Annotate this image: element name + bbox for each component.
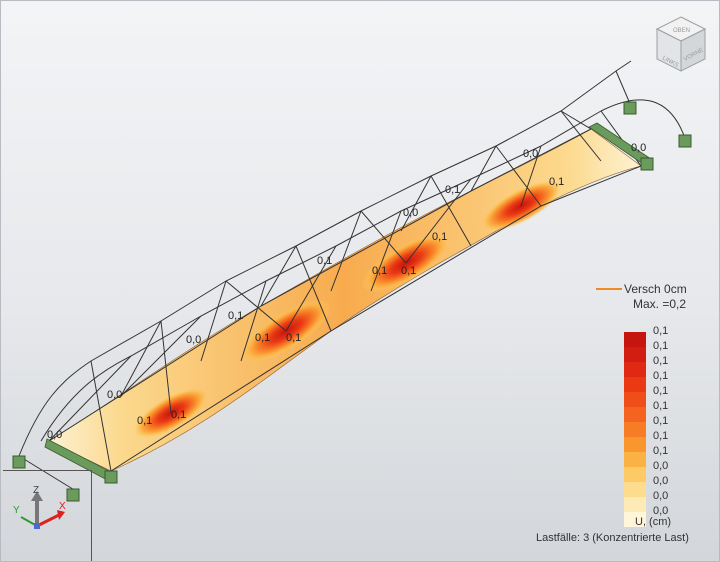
axis-z-label: Z — [33, 485, 39, 496]
color-scale-tick-label: 0,1 — [653, 340, 669, 352]
color-scale-swatch — [624, 362, 646, 377]
truss-members — [18, 60, 687, 492]
color-scale-tick-label: 0,0 — [653, 505, 669, 517]
support-cube — [104, 470, 118, 484]
legend-max: Max. =0,2 — [633, 297, 687, 311]
value-label: 0,1 — [228, 310, 244, 322]
support-cube — [66, 488, 80, 502]
color-scale-swatch — [624, 467, 646, 482]
value-label: 0,1 — [445, 184, 461, 196]
legend-title: Versch 0cm — [624, 282, 687, 296]
value-label: 0,0 — [107, 389, 123, 401]
color-scale-swatch — [624, 512, 646, 527]
color-scale-tick-label: 0,1 — [653, 325, 669, 337]
supports — [12, 101, 692, 502]
color-scale — [624, 332, 646, 527]
support-cube — [678, 134, 692, 148]
color-scale-swatch — [624, 332, 646, 347]
color-scale-tick-label: 0,1 — [653, 445, 669, 457]
axis-y-label: Y — [13, 505, 20, 516]
axis-triad: Z Y X — [3, 470, 92, 561]
value-label: 0,1 — [255, 332, 271, 344]
value-label: 0,1 — [137, 415, 153, 427]
value-label: 0,1 — [432, 231, 448, 243]
value-label: 0,1 — [171, 409, 187, 421]
color-scale-swatch — [624, 452, 646, 467]
axis-triad-icon: Z Y X — [13, 485, 66, 529]
color-scale-tick-label: 0,1 — [653, 370, 669, 382]
value-label: 0,0 — [186, 334, 202, 346]
view-cube[interactable]: OBEN LINKS VORNE — [653, 13, 709, 75]
value-label: 0,1 — [549, 176, 565, 188]
color-scale-swatch — [624, 347, 646, 362]
load-case-label: Lastfälle: 3 (Konzentrierte Last) — [536, 532, 689, 544]
value-label: 0,1 — [372, 265, 388, 277]
value-label: 0,0 — [631, 142, 647, 154]
support-cube — [623, 101, 637, 115]
scale-unit: U, (cm) — [635, 516, 672, 528]
support-cube — [12, 455, 26, 469]
color-scale-tick-label: 0,1 — [653, 400, 669, 412]
legend-line-swatch — [596, 288, 622, 290]
color-scale-tick-label: 0,0 — [653, 460, 669, 472]
color-scale-swatch — [624, 437, 646, 452]
value-label: 0,0 — [403, 207, 419, 219]
support-cube — [640, 157, 654, 171]
color-scale-tick-label: 0,1 — [653, 415, 669, 427]
color-scale-swatch — [624, 422, 646, 437]
color-scale-swatch — [624, 497, 646, 512]
color-scale-tick-label: 0,1 — [653, 385, 669, 397]
color-scale-swatch — [624, 377, 646, 392]
value-label: 0,0 — [47, 429, 63, 441]
axis-x-label: X — [59, 501, 66, 512]
color-scale-swatch — [624, 482, 646, 497]
view-cube-icon: OBEN LINKS VORNE — [655, 16, 707, 72]
value-label: 0,1 — [317, 255, 333, 267]
color-scale-swatch — [624, 407, 646, 422]
color-scale-swatch — [624, 392, 646, 407]
color-scale-tick-label: 0,1 — [653, 355, 669, 367]
value-label: 0,1 — [401, 265, 417, 277]
color-scale-tick-label: 0,0 — [653, 490, 669, 502]
viewcube-top-label: OBEN — [673, 28, 690, 34]
color-scale-tick-label: 0,1 — [653, 430, 669, 442]
value-label: 0,1 — [286, 332, 302, 344]
color-scale-tick-label: 0,0 — [653, 475, 669, 487]
value-label: 0,0 — [523, 148, 539, 160]
